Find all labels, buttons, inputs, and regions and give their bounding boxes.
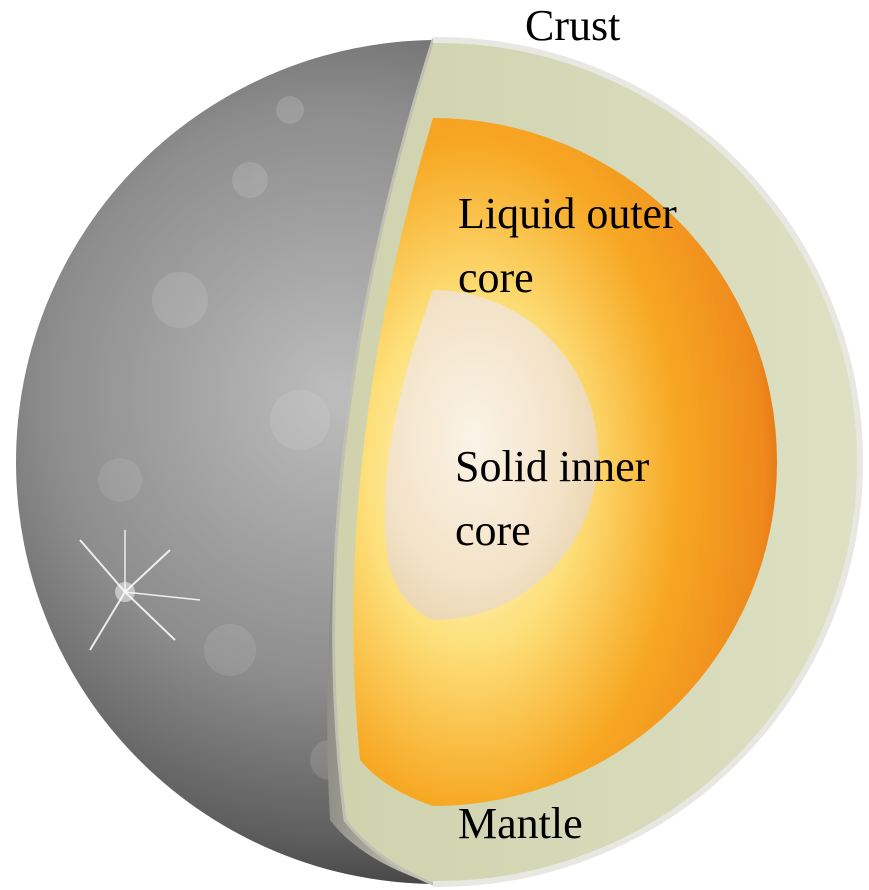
- solid-inner-core: [384, 290, 598, 620]
- label-crust: Crust: [525, 1, 620, 50]
- crust-layer: [432, 36, 864, 888]
- label-mantle: Mantle: [458, 799, 583, 848]
- label-outer-core-line2: core: [458, 253, 534, 302]
- label-outer-core-line1: Liquid outer: [458, 189, 677, 238]
- ray-crater: [79, 530, 201, 651]
- label-inner-core-line2: core: [455, 506, 531, 555]
- label-inner-core-line1: Solid inner: [455, 442, 650, 491]
